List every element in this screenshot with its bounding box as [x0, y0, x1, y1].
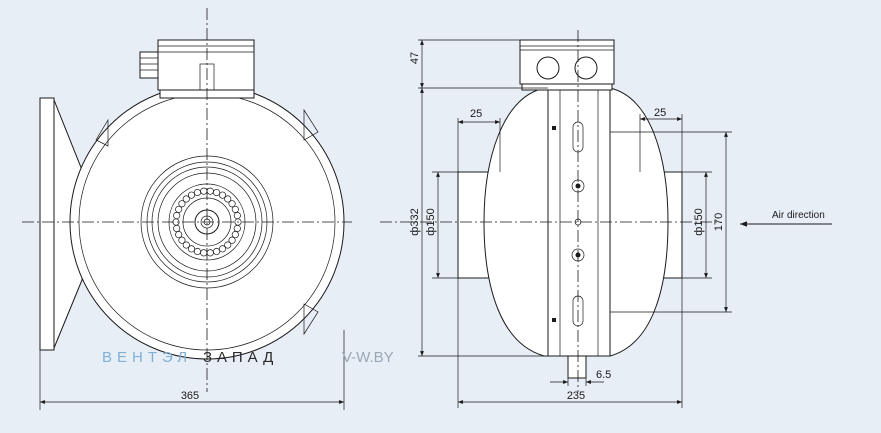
flange-wedge: [53, 99, 83, 349]
impeller-blade: [200, 249, 208, 257]
impeller-blade: [182, 195, 190, 203]
impeller-blade: [233, 212, 241, 220]
front-view: 365: [22, 8, 352, 410]
impeller-blade: [224, 195, 232, 203]
impeller-blade: [218, 191, 227, 199]
watermark: ВЕНТЭЛ ЗАПАД V-W.BY: [102, 349, 394, 366]
impeller-blade: [224, 241, 232, 249]
gland-right: [574, 56, 598, 80]
impeller-blade: [231, 205, 239, 213]
dim-dia-150-left: ф150: [425, 208, 437, 235]
impeller-blade: [206, 187, 214, 195]
impeller-blades: [172, 187, 242, 257]
dim-25-left: 25: [470, 108, 482, 120]
impeller-blade: [193, 247, 201, 256]
watermark-part2: ЗАПАД: [203, 349, 278, 366]
air-direction-label: Air direction: [772, 210, 825, 221]
impeller-blade: [187, 245, 196, 253]
impeller-blade: [218, 245, 227, 253]
dim-47: 47: [409, 52, 421, 64]
mounting-bracket: [547, 87, 611, 357]
impeller-blade: [213, 247, 221, 256]
watermark-url: V-W.BY: [342, 349, 394, 366]
dim-25-right: 25: [654, 107, 666, 119]
impeller-blade: [182, 241, 190, 249]
impeller-blade: [178, 236, 186, 244]
watermark-part1: ВЕНТЭЛ: [102, 349, 192, 366]
dim-235: 235: [567, 390, 585, 402]
impeller-blade: [228, 200, 236, 208]
dim-dia-332: ф332: [409, 208, 421, 235]
dim-170: 170: [713, 213, 725, 231]
side-view: 47 ф332 ф150 ф150 170 25 25 23: [380, 30, 832, 408]
impeller-blade: [175, 205, 183, 213]
impeller-blade: [178, 200, 186, 208]
impeller-blade: [173, 224, 181, 233]
side-terminal-box: [519, 39, 615, 85]
dim-dia-150-right: ф150: [693, 208, 705, 235]
gland-left: [536, 56, 560, 80]
dim-6-5: 6.5: [596, 369, 611, 381]
impeller-blade: [233, 224, 241, 233]
mounting-flange: [39, 97, 55, 351]
impeller-blade: [187, 191, 196, 199]
bracket-foot: [567, 355, 587, 379]
impeller-blade: [228, 236, 236, 244]
terminal-box: [157, 39, 255, 91]
impeller-blade: [231, 231, 239, 239]
impeller-blade: [173, 212, 181, 220]
impeller-blade: [193, 188, 201, 197]
impeller-blade: [213, 188, 221, 197]
dim-365: 365: [181, 390, 199, 402]
impeller-blade: [206, 249, 214, 257]
impeller-blade: [200, 187, 208, 195]
impeller-blade: [175, 231, 183, 239]
cable-gland: [139, 51, 159, 79]
